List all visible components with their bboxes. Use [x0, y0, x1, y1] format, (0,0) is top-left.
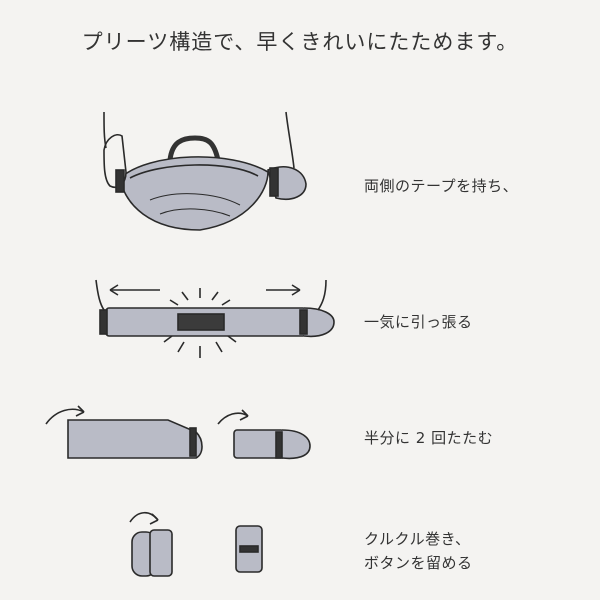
page-title: プリーツ構造で、早くきれいにたためます。: [81, 30, 519, 54]
pull-bag-illustration: [95, 279, 335, 358]
roll-and-button-illustration: [129, 511, 263, 577]
fold-in-half-illustration: [45, 405, 311, 460]
step-4-line-1: クルクル巻き、: [364, 530, 471, 548]
step-2-text: 一気に引っ張る: [364, 310, 473, 334]
step-1-line-1: 両側のテープを持ち、: [364, 177, 519, 195]
step-3-text: 半分に 2 回たたむ: [364, 426, 493, 450]
step-4-line-2: ボタンを留める: [364, 554, 473, 572]
hands-holding-bag-illustration: [103, 111, 307, 231]
step-3-line-1: 半分に 2 回たたむ: [364, 429, 494, 447]
step-4-text: クルクル巻き、 ボタンを留める: [364, 527, 473, 575]
step-2-line-1: 一気に引っ張る: [364, 313, 473, 331]
step-1-text: 両側のテープを持ち、: [364, 174, 518, 198]
